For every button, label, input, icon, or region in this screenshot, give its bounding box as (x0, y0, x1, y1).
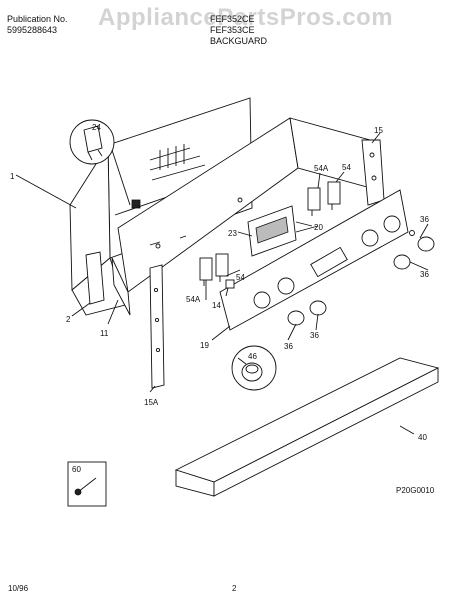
page-number: 2 (232, 584, 237, 593)
callout-54-top: 54 (342, 163, 351, 172)
callout-46: 46 (248, 352, 257, 361)
knob (287, 310, 305, 326)
console-panel-part-19 (219, 189, 409, 331)
callout-40: 40 (418, 433, 427, 442)
callout-14: 14 (212, 301, 221, 310)
console-window (310, 246, 348, 278)
burner-knob-opening (277, 277, 295, 295)
callout-60: 60 (72, 465, 81, 474)
section-title: BACKGUARD (210, 36, 268, 46)
switch-detail-24 (69, 119, 131, 206)
publication-label: Publication No. (7, 14, 68, 24)
part-14 (225, 279, 235, 289)
knob (417, 236, 435, 252)
drawing-id: P20G0010 (396, 486, 435, 495)
control-panel-frame (117, 117, 379, 293)
detail-box (67, 461, 107, 507)
callout-23: 23 (228, 229, 237, 238)
infinite-switch-54 (199, 181, 341, 286)
frame-hole (155, 243, 161, 249)
footer-date: 10/96 (8, 584, 29, 593)
publication-number: 5995288643 (7, 25, 58, 35)
callout-54a-mid: 54A (186, 295, 201, 304)
leader-lines (15, 171, 429, 435)
knob (393, 254, 411, 270)
knob-detail-46 (231, 345, 277, 391)
callout-15: 15 (374, 126, 383, 135)
callout-15a: 15A (144, 398, 159, 407)
callout-11: 11 (100, 329, 109, 338)
callout-54-mid: 54 (236, 273, 245, 282)
callout-36-right: 36 (420, 270, 429, 279)
callout-54a-top: 54A (314, 164, 329, 173)
model-line-2: FEF353CE (210, 25, 255, 35)
callout-1: 1 (10, 172, 15, 181)
callout-36-lower-right: 36 (310, 331, 319, 340)
burner-knob-opening (361, 229, 379, 247)
bracket-part-15a (149, 264, 165, 393)
model-line-1: FEF352CE (210, 14, 255, 24)
watermark: AppliancePartsPros.com (98, 4, 394, 31)
frame-hole (237, 197, 243, 203)
trim-strip-part-40 (174, 357, 440, 497)
callout-20: 20 (314, 223, 323, 232)
callout-24: 24 (92, 123, 101, 132)
burner-knob-opening (253, 291, 271, 309)
knobs-part-36 (287, 230, 435, 326)
screw-part-60 (67, 461, 107, 507)
burner-knob-opening (383, 215, 401, 233)
knob (309, 300, 327, 316)
board-part-20 (295, 221, 313, 227)
clock-timer-part-23 (247, 205, 297, 257)
callout-36-lower: 36 (284, 342, 293, 351)
callout-2: 2 (66, 315, 71, 324)
trim-part-11 (111, 257, 131, 316)
callout-19: 19 (200, 341, 209, 350)
callout-36-top: 36 (420, 215, 429, 224)
bracket-part-2 (85, 251, 105, 305)
bracket-part-15 (361, 132, 385, 206)
